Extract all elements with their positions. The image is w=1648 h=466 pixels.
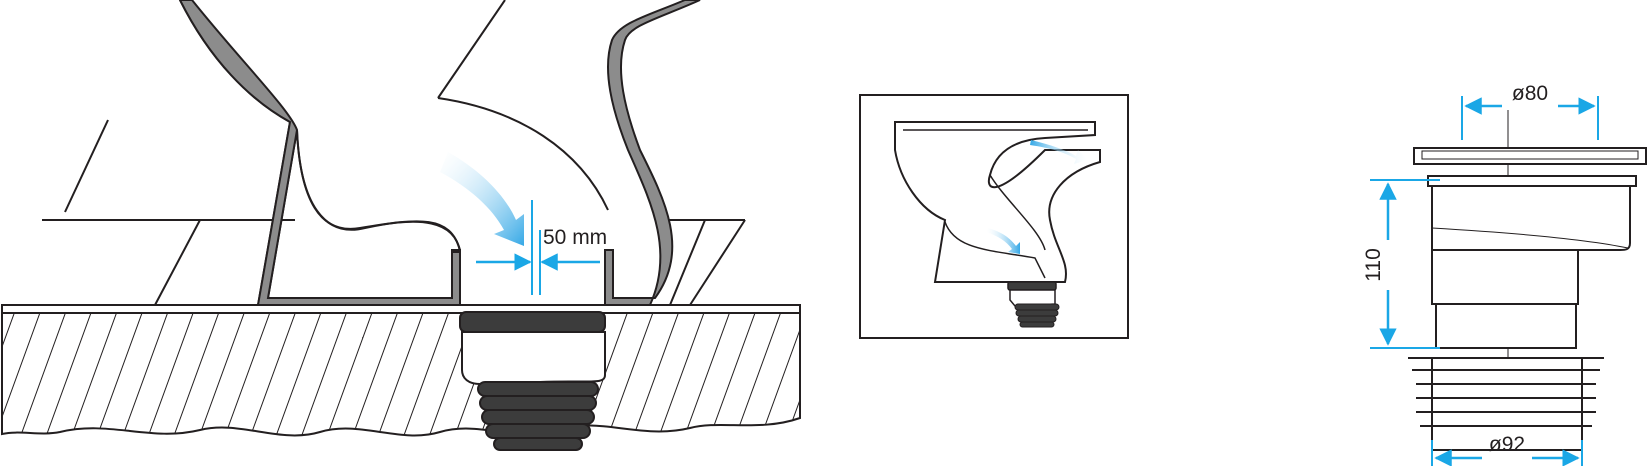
bottom-diameter-dimension: ø92 [1431, 433, 1583, 466]
height-label: 110 [1362, 248, 1385, 281]
ribbed-seal [1408, 357, 1604, 451]
main-cross-section: 50 mm [0, 0, 801, 451]
floor-hatched [0, 304, 801, 437]
tile-lines [42, 119, 746, 306]
top-flange [1413, 147, 1647, 165]
lower-tube [1435, 303, 1577, 349]
upper-body [1431, 185, 1631, 251]
connector-top-seal [459, 311, 606, 333]
overview-toilet-outline [894, 121, 1101, 283]
offset-connector [459, 311, 606, 451]
toilet-ceramic-body [178, 0, 701, 306]
top-diameter-dimension: ø80 [1461, 82, 1599, 140]
reducer-body [1431, 249, 1579, 305]
offset-label: 50 mm [543, 226, 607, 249]
overview-flow-arrow-icon-top [1030, 140, 1088, 164]
overview-connector [1007, 281, 1060, 328]
overview-panel [859, 94, 1129, 339]
overview-flow-arrow-icon-bottom [986, 228, 1020, 254]
height-dimension: 110 [1362, 179, 1440, 349]
top-diameter-label: ø80 [1512, 82, 1548, 105]
flow-arrow-icon [440, 152, 524, 246]
bottom-diameter-label: ø92 [1489, 433, 1525, 456]
offset-dimension: 50 mm [476, 200, 607, 295]
connector-ribbed-seal [477, 381, 599, 451]
technical-drawing: ø80 110 ø92 [1362, 82, 1647, 466]
connector-offset-body [461, 331, 606, 386]
collar [1427, 175, 1637, 187]
